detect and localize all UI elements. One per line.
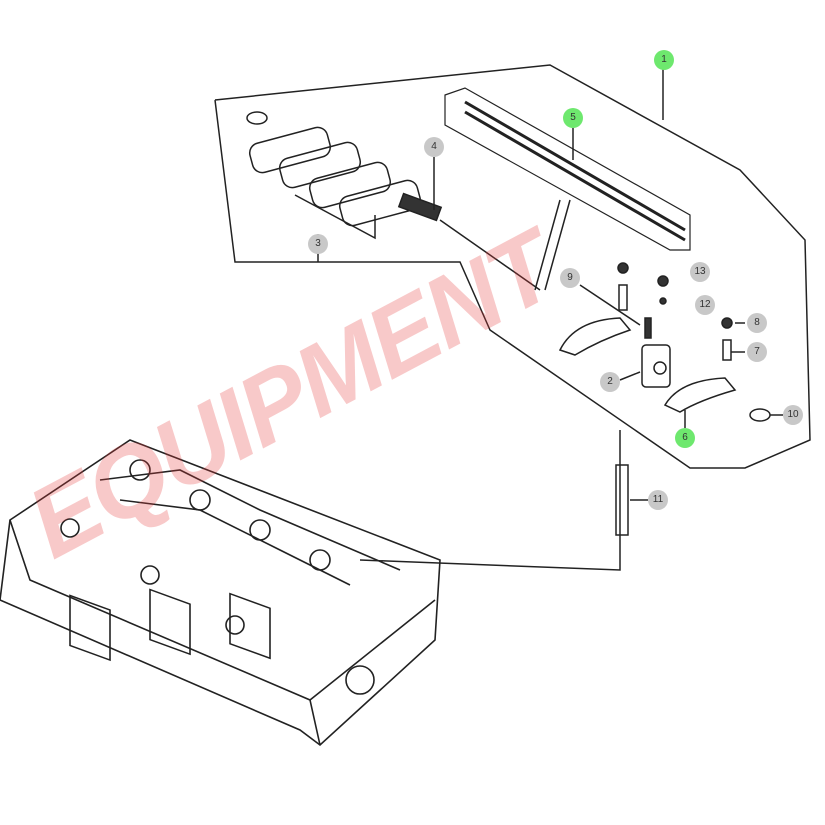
callout-11[interactable]: 11 bbox=[648, 490, 668, 510]
shaft-panel bbox=[444, 87, 691, 251]
assembly-outline bbox=[214, 64, 811, 469]
callout-7[interactable]: 7 bbox=[747, 342, 767, 362]
callout-12[interactable]: 12 bbox=[695, 295, 715, 315]
callout-6[interactable]: 6 bbox=[675, 428, 695, 448]
callout-1[interactable]: 1 bbox=[654, 50, 674, 70]
callout-4[interactable]: 4 bbox=[424, 137, 444, 157]
callout-5[interactable]: 5 bbox=[563, 108, 583, 128]
callout-3[interactable]: 3 bbox=[308, 234, 328, 254]
callout-10[interactable]: 10 bbox=[783, 405, 803, 425]
cylinder-head bbox=[0, 439, 441, 747]
callout-13[interactable]: 13 bbox=[690, 262, 710, 282]
callout-2[interactable]: 2 bbox=[600, 372, 620, 392]
callout-8[interactable]: 8 bbox=[747, 313, 767, 333]
rocker-arm-assembly bbox=[246, 111, 443, 240]
callout-9[interactable]: 9 bbox=[560, 268, 580, 288]
valve-parts bbox=[558, 262, 771, 536]
